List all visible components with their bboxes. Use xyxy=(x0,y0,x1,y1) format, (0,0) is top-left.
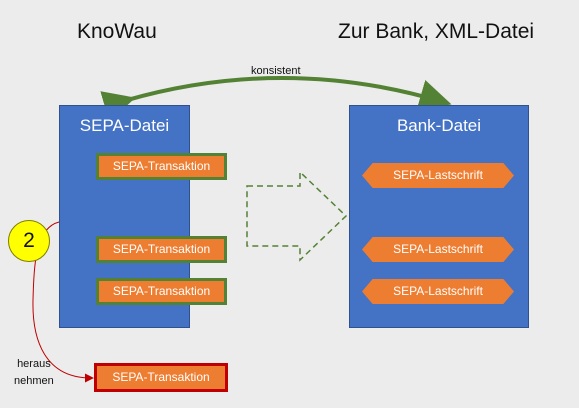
step-number-badge: 2 xyxy=(8,220,50,262)
remove-label-line2: nehmen xyxy=(14,375,54,387)
consistent-label: konsistent xyxy=(251,65,301,77)
removed-sepa-transaction: SEPA-Transaktion xyxy=(94,363,228,392)
sepa-transaction: SEPA-Transaktion xyxy=(96,236,227,263)
consistent-connector xyxy=(100,76,452,122)
bank-file-title: Bank-Datei xyxy=(396,116,482,135)
sepa-file-title: SEPA-Datei xyxy=(79,116,170,135)
sepa-direct-debit: SEPA-Lastschrift xyxy=(362,237,514,262)
sepa-direct-debit: SEPA-Lastschrift xyxy=(362,163,514,188)
transfer-arrow xyxy=(246,170,348,262)
sepa-transaction: SEPA-Transaktion xyxy=(96,278,227,305)
sepa-transaction: SEPA-Transaktion xyxy=(96,153,227,180)
bank-xml-heading: Zur Bank, XML-Datei xyxy=(338,20,535,43)
remove-label: heraus nehmen xyxy=(14,356,54,390)
remove-label-line1: heraus xyxy=(17,358,51,370)
knowau-heading: KnoWau xyxy=(77,20,157,43)
sepa-direct-debit: SEPA-Lastschrift xyxy=(362,279,514,304)
